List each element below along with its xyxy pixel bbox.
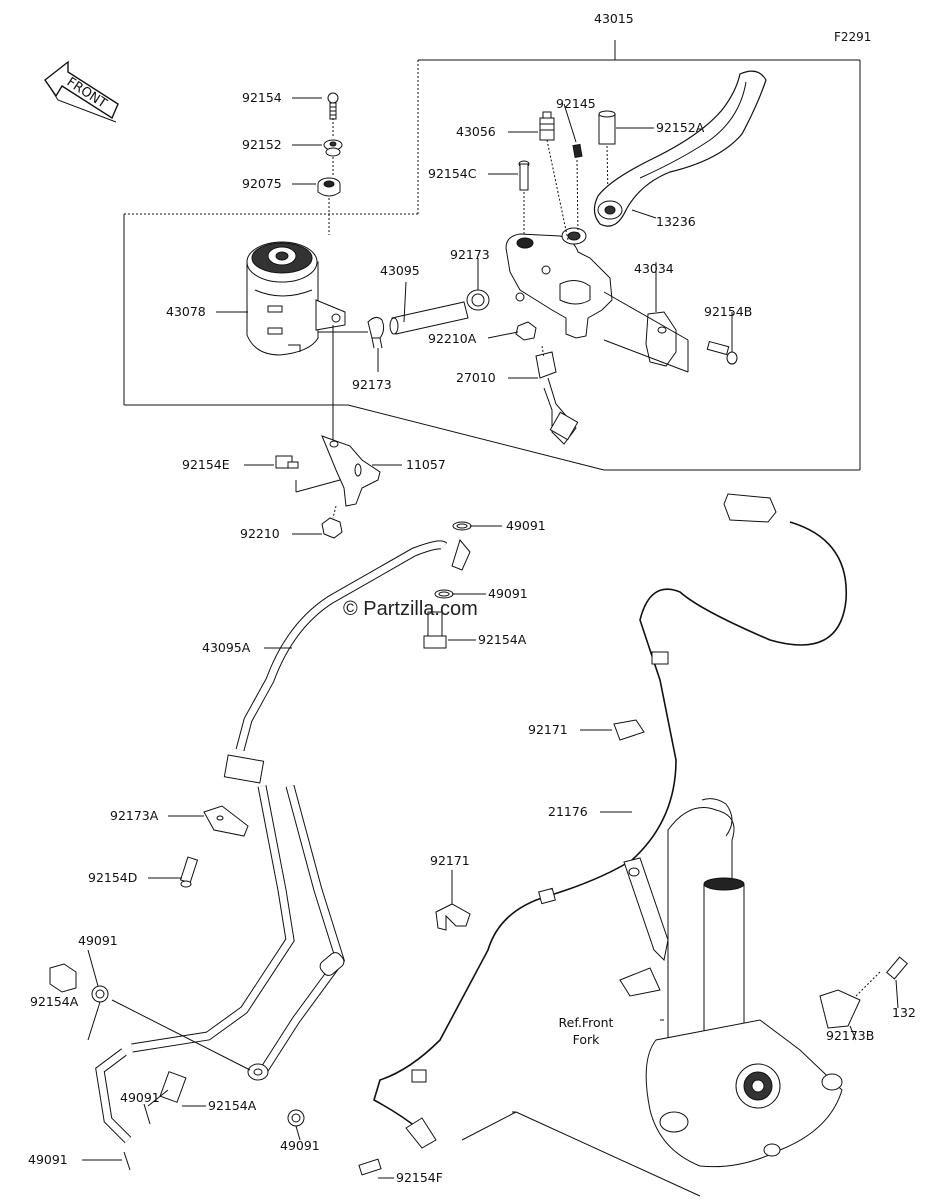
reference-note-line: Ref.Front [558, 1015, 614, 1030]
hose-guide-bolt[interactable] [181, 857, 198, 887]
front-arrow-label: FRONT [64, 75, 109, 112]
reservoir-grommet[interactable] [318, 178, 340, 196]
part-label-92173A[interactable]: 92173A [110, 808, 159, 823]
short-reservoir-hose[interactable] [390, 302, 468, 334]
hose-clamp-right[interactable] [467, 290, 489, 310]
part-label-92154B[interactable]: 92154B [704, 304, 753, 319]
reservoir-cap-bolt[interactable] [328, 93, 338, 119]
wire-clip[interactable] [614, 720, 644, 740]
fork-guide[interactable] [820, 990, 860, 1028]
hose-clamp-left[interactable] [368, 317, 384, 348]
part-label-132[interactable]: 132 [892, 1005, 916, 1020]
handlebar-clamp[interactable] [646, 312, 676, 366]
brake-reservoir[interactable] [247, 242, 345, 355]
part-label-92154A-top[interactable]: 92154A [478, 632, 527, 647]
part-label-43056[interactable]: 43056 [456, 124, 496, 139]
sealing-washer[interactable] [124, 1152, 130, 1170]
part-label-92171-lower[interactable]: 92171 [430, 853, 470, 868]
part-label-11057[interactable]: 11057 [406, 457, 446, 472]
part-label-49091-left[interactable]: 49091 [78, 933, 118, 948]
part-label-43095A[interactable]: 43095A [202, 640, 251, 655]
hose-guide[interactable] [204, 806, 248, 836]
brake-light-switch[interactable] [536, 352, 578, 444]
part-label-92154A-left[interactable]: 92154A [30, 994, 79, 1009]
part-label-43095[interactable]: 43095 [380, 263, 420, 278]
part-label-92210[interactable]: 92210 [240, 526, 280, 541]
part-label-43078[interactable]: 43078 [166, 304, 206, 319]
reservoir-washer[interactable] [324, 140, 342, 156]
part-label-13236[interactable]: 13236 [656, 214, 696, 229]
figure-code: F2291 [834, 30, 872, 44]
clamp-bolt[interactable] [707, 342, 737, 364]
adjuster-pin[interactable] [573, 144, 582, 157]
part-label-92173[interactable]: 92173 [450, 247, 490, 262]
part-label-49091-mid[interactable]: 49091 [488, 586, 528, 601]
bracket-nut[interactable] [322, 518, 342, 538]
reservoir-bracket[interactable] [322, 436, 380, 506]
part-label-92171-upper[interactable]: 92171 [528, 722, 568, 737]
part-label-92154D[interactable]: 92154D [88, 870, 138, 885]
part-label-92075[interactable]: 92075 [242, 176, 282, 191]
assembly-outline [124, 40, 860, 470]
part-label-92152[interactable]: 92152 [242, 137, 282, 152]
sealing-washer[interactable] [92, 986, 108, 1002]
part-label-49091-bottom[interactable]: 49091 [28, 1152, 68, 1167]
sealing-washer[interactable] [288, 1110, 304, 1126]
part-label-92154F[interactable]: 92154F [396, 1170, 443, 1185]
part-label-92154E[interactable]: 92154E [182, 457, 230, 472]
part-label-92154[interactable]: 92154 [242, 90, 282, 105]
part-label-21176[interactable]: 21176 [548, 804, 588, 819]
banjo-washer[interactable] [435, 590, 453, 598]
banjo-fitting[interactable] [540, 112, 554, 140]
part-label-92154A-lower[interactable]: 92154A [208, 1098, 257, 1113]
part-label-49091-top[interactable]: 49091 [506, 518, 546, 533]
front-arrow-icon: FRONT [45, 62, 118, 122]
part-label-43015[interactable]: 43015 [594, 11, 634, 26]
watermark: © Partzilla.com [343, 598, 478, 620]
lever-collar[interactable] [599, 111, 615, 144]
caliper-banjo-bolt[interactable] [50, 964, 76, 992]
banjo-washer[interactable] [453, 522, 471, 530]
part-label-92173-lower[interactable]: 92173 [352, 377, 392, 392]
reference-note: Ref.Front Fork [536, 1014, 636, 1048]
front-fork[interactable] [620, 799, 842, 1167]
part-label-92210A[interactable]: 92210A [428, 331, 477, 346]
hose-banjo[interactable] [248, 1064, 268, 1080]
caliper-banjo-bolt[interactable] [160, 1072, 186, 1103]
bracket-bolt[interactable] [276, 456, 298, 468]
part-label-43034[interactable]: 43034 [634, 261, 674, 276]
part-label-92145[interactable]: 92145 [556, 96, 596, 111]
main-brake-hose[interactable] [100, 540, 470, 1140]
part-label-49091-lower[interactable]: 49091 [120, 1090, 160, 1105]
part-label-27010[interactable]: 27010 [456, 370, 496, 385]
part-label-92154C[interactable]: 92154C [428, 166, 477, 181]
sealing-washer[interactable] [144, 1104, 150, 1124]
part-label-92173B[interactable]: 92173B [826, 1028, 875, 1043]
lever-pivot-bolt[interactable] [519, 161, 529, 190]
abs-sensor-bolt[interactable] [359, 1159, 381, 1175]
leader-lines [66, 98, 898, 1178]
abs-sensor-lead[interactable] [374, 494, 846, 1148]
reference-note-line: Fork [572, 1032, 600, 1047]
master-cylinder-nut[interactable] [516, 322, 536, 340]
brake-lever[interactable] [594, 71, 766, 226]
banjo-bolt[interactable] [424, 612, 446, 648]
master-cylinder-body[interactable] [506, 228, 612, 338]
part-label-92152A[interactable]: 92152A [656, 120, 705, 135]
wire-clip[interactable] [436, 904, 470, 930]
fork-guide-bolt[interactable] [887, 957, 908, 979]
part-label-49091-right[interactable]: 49091 [280, 1138, 320, 1153]
